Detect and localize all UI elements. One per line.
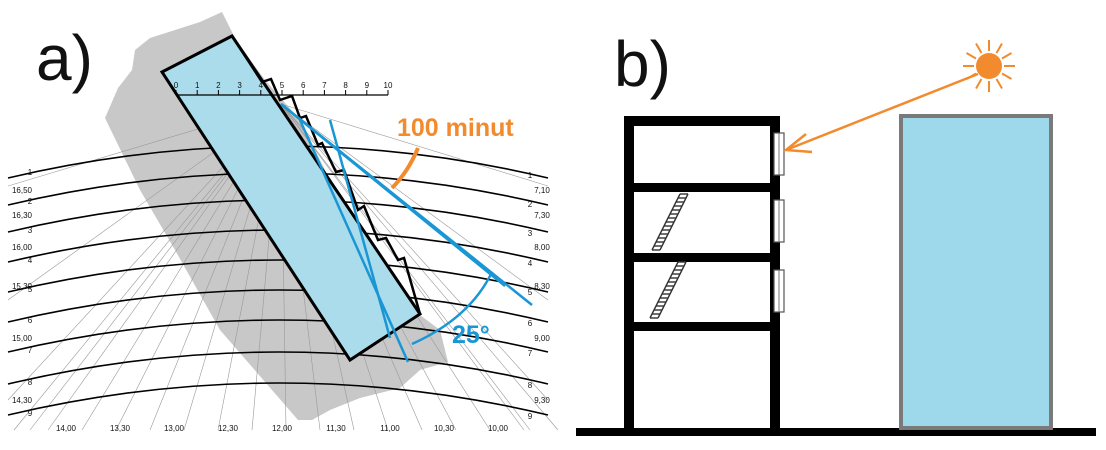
roof-slab	[624, 116, 780, 126]
curve-number-left: 5	[28, 285, 33, 294]
sun-ray	[965, 52, 977, 60]
time-label-right: 7,30	[534, 211, 550, 220]
sun-path-arc	[7, 259, 549, 293]
time-label-right: 7,10	[534, 186, 550, 195]
angle-construction	[280, 103, 533, 363]
sun-ray-line	[280, 103, 549, 401]
sun-path-arc	[7, 382, 549, 416]
hour-label-bottom: 10,00	[488, 424, 509, 433]
curve-number-right: 1	[528, 171, 533, 180]
angle-label: 25°	[452, 321, 490, 349]
curve-number-left: 8	[28, 378, 33, 387]
distance-scale: 0 1 2 3 4 5 6 7 8 9 10	[174, 81, 393, 96]
curve-number-right: 7	[528, 349, 533, 358]
ground-line	[576, 428, 1096, 436]
floor-slab-2	[624, 253, 780, 262]
hour-label-bottom: 11,30	[326, 424, 346, 433]
time-label-right: 8,00	[534, 243, 550, 252]
curve-number-left: 4	[28, 256, 33, 265]
scale-tick-label: 6	[301, 81, 306, 90]
time-label-right: 9,00	[534, 334, 550, 343]
floor-slab-1	[624, 183, 780, 192]
scale-tick-label: 9	[365, 81, 370, 90]
scale-tick-label: 1	[195, 81, 200, 90]
scale-tick-label: 3	[237, 81, 242, 90]
duration-arrow	[390, 147, 420, 190]
left-wall	[624, 116, 634, 430]
hour-label-bottom: 12,00	[272, 424, 293, 433]
scale-tick-label: 5	[280, 81, 285, 90]
sun-ray	[1001, 52, 1013, 60]
curve-number-right: 5	[528, 288, 533, 297]
sun-ray	[975, 78, 983, 90]
sun-ray	[995, 42, 1003, 54]
time-label-left: 16,50	[12, 186, 33, 195]
hour-label-bottom: 13,00	[164, 424, 185, 433]
hour-label-bottom: 14,00	[56, 424, 77, 433]
curve-number-left: 9	[28, 409, 33, 418]
time-label-left: 16,30	[12, 211, 33, 220]
scale-tick-label: 0	[174, 81, 179, 90]
curve-number-right: 3	[528, 229, 533, 238]
curve-number-left: 1	[28, 168, 33, 177]
scale-tick-label: 4	[259, 81, 264, 90]
time-label-left: 15,00	[12, 334, 33, 343]
sun-ray	[975, 42, 983, 54]
sunlight-arrow	[782, 72, 979, 154]
time-label-left: 15,30	[12, 282, 33, 291]
scale-tick-label: 8	[343, 81, 348, 90]
floor-slab-3	[624, 322, 780, 331]
curve-number-left: 3	[28, 226, 33, 235]
hour-label-bottom: 11,00	[380, 424, 400, 433]
panel-a-label: a)	[36, 22, 93, 94]
time-label-right: 8,30	[534, 282, 550, 291]
curve-number-left: 6	[28, 316, 33, 325]
sun-path-arc	[7, 351, 549, 385]
sun-ray-line	[280, 103, 549, 301]
angle-arc	[411, 271, 494, 346]
sun-icon	[963, 40, 1015, 92]
grid-labels: 1 1 2 2 3 3 4 4 5 5 6 6 7 7 8 8 9 9 16,50 16,30 16,00 15,30 15…	[12, 168, 550, 433]
sun-ray	[995, 78, 1003, 90]
panel-b-label: b)	[614, 28, 671, 100]
staircases	[649, 193, 689, 319]
hour-label-bottom: 10,30	[434, 424, 455, 433]
curve-number-right: 9	[528, 412, 533, 421]
panel-a: a) 0 1 2 3 4 5 6 7 8 9 10 25° 100 minut 1 1 2 2 3 3 4 4 5 5…	[7, 12, 559, 433]
scale-tick-label: 2	[216, 81, 221, 90]
time-label-left: 16,00	[12, 243, 33, 252]
curve-number-left: 7	[28, 346, 33, 355]
sun-path-arc	[7, 319, 549, 353]
curve-number-left: 2	[28, 197, 33, 206]
curve-number-right: 2	[528, 200, 533, 209]
panel-b: b)	[576, 28, 1096, 436]
curve-number-right: 8	[528, 381, 533, 390]
time-label-right: 9,30	[534, 396, 550, 405]
scale-tick-label: 10	[384, 81, 393, 90]
time-label-left: 14,30	[12, 396, 33, 405]
scale-tick-label: 7	[322, 81, 327, 90]
sun-ray-line	[280, 103, 549, 187]
sun-path-arc	[7, 289, 549, 323]
sun-ray	[1001, 72, 1013, 80]
building-facade	[230, 35, 422, 315]
hour-label-bottom: 13,30	[110, 424, 131, 433]
neighbour-building	[899, 114, 1053, 430]
curve-number-right: 6	[528, 319, 533, 328]
hour-label-bottom: 12,30	[218, 424, 239, 433]
curve-number-right: 4	[528, 259, 533, 268]
section-building	[624, 116, 785, 430]
duration-label: 100 minut	[397, 114, 514, 142]
